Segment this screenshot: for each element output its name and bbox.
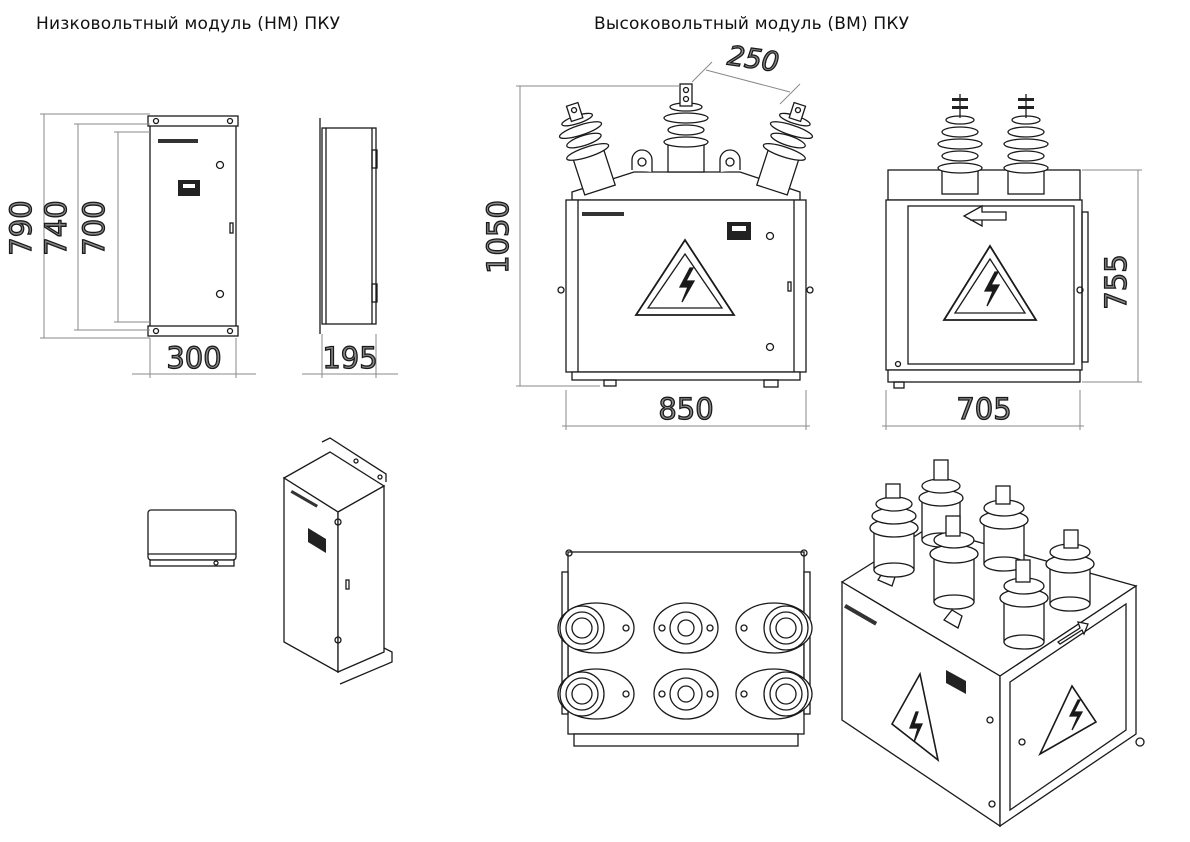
bushing-top-3 bbox=[735, 602, 813, 654]
bushing-top-1 bbox=[557, 602, 635, 654]
dim-nm-740: 740 bbox=[39, 200, 73, 255]
lightning-warning-icon bbox=[942, 244, 1038, 321]
dim-vm-755: 755 bbox=[1099, 254, 1133, 309]
lightning-warning-icon bbox=[1038, 684, 1098, 756]
iso-bushing-1 bbox=[869, 483, 919, 578]
nameplate-icon bbox=[178, 180, 200, 196]
bushing-top-2 bbox=[653, 602, 719, 654]
nm-side-view bbox=[319, 118, 378, 334]
dim-vm-250: 250 bbox=[726, 41, 781, 79]
vm-front-view bbox=[557, 83, 814, 388]
vm-isometric-view bbox=[840, 459, 1145, 828]
nm-top-view bbox=[147, 509, 237, 567]
iso-bushing-6 bbox=[999, 559, 1049, 650]
lightning-warning-icon bbox=[890, 671, 940, 762]
dim-vm-850: 850 bbox=[658, 392, 713, 426]
dim-vm-1050: 1050 bbox=[481, 200, 515, 274]
title-low-voltage-module: Низковольтный модуль (НМ) ПКУ bbox=[36, 14, 341, 34]
dim-vm-705: 705 bbox=[956, 392, 1011, 426]
vm-top-view bbox=[557, 549, 813, 747]
vm-front-dimensions bbox=[516, 61, 810, 430]
bushing-top-5 bbox=[653, 668, 719, 720]
nm-isometric-view bbox=[282, 437, 393, 685]
dim-nm-790: 790 bbox=[4, 200, 38, 255]
dim-nm-700: 700 bbox=[77, 200, 111, 255]
nm-front-dimensions bbox=[40, 113, 256, 378]
dim-nm-300: 300 bbox=[166, 341, 221, 375]
vm-side-view bbox=[885, 94, 1089, 389]
nm-front-view bbox=[147, 115, 239, 337]
bushing-top-6 bbox=[735, 668, 813, 720]
bushing-top-4 bbox=[557, 668, 635, 720]
arrow-icon bbox=[1056, 621, 1089, 645]
title-high-voltage-module: Высоковольтный модуль (ВМ) ПКУ bbox=[594, 14, 910, 34]
nameplate-icon bbox=[946, 670, 966, 694]
lightning-warning-icon bbox=[634, 238, 736, 316]
nm-side-dimensions bbox=[302, 334, 398, 378]
iso-bushing-4 bbox=[929, 515, 979, 610]
nameplate-icon bbox=[727, 222, 751, 240]
nameplate-icon bbox=[308, 528, 326, 553]
iso-bushing-3 bbox=[979, 485, 1029, 572]
vm-side-dimensions bbox=[882, 169, 1142, 430]
arrow-icon bbox=[962, 204, 1007, 228]
iso-bushing-5 bbox=[1045, 529, 1095, 612]
dim-nm-195: 195 bbox=[322, 341, 377, 375]
